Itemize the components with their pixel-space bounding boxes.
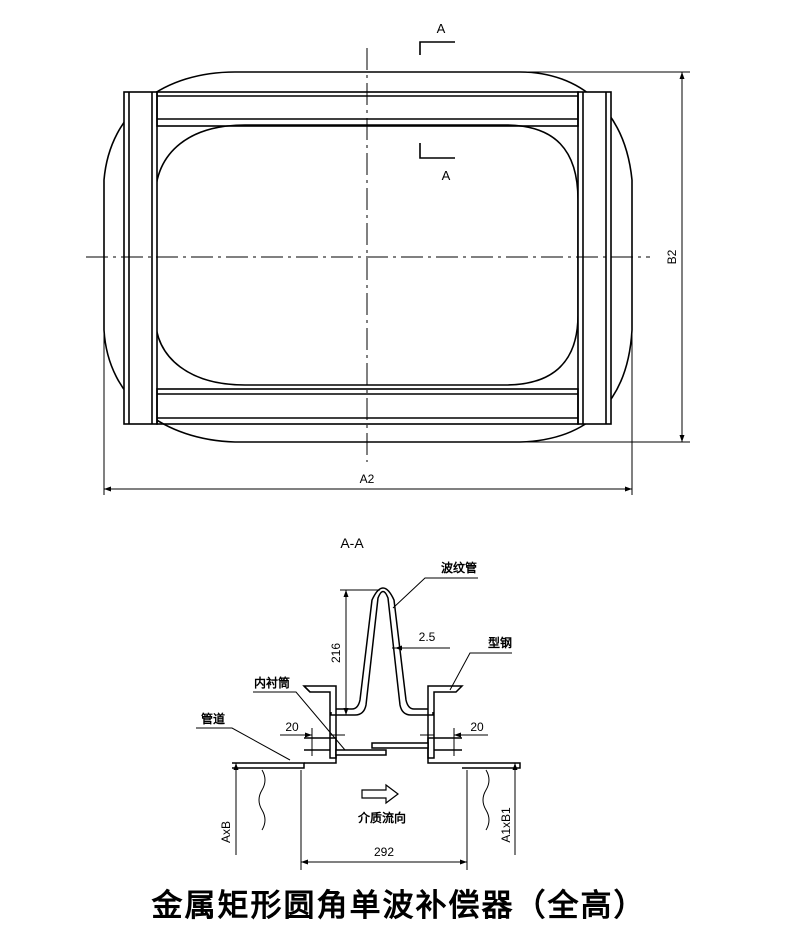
label-bellows: 波纹管 bbox=[441, 560, 477, 575]
dimension-b2-label: B2 bbox=[665, 249, 679, 264]
dimension-right-gap-label: 20 bbox=[470, 720, 484, 734]
label-section-steel: 型钢 bbox=[488, 635, 512, 650]
leader-lines bbox=[196, 577, 512, 761]
dimension-b2 bbox=[520, 71, 690, 443]
dimension-216-label: 216 bbox=[329, 643, 343, 663]
dimension-a1xb1-label: A1xB1 bbox=[499, 807, 513, 843]
section-mark-bottom-letter: A bbox=[442, 168, 451, 183]
section-title: A-A bbox=[340, 535, 364, 551]
label-duct: 管道 bbox=[201, 711, 225, 726]
flow-arrow-icon bbox=[361, 783, 399, 805]
right-duct bbox=[462, 762, 521, 769]
outer-bellows-outline bbox=[103, 71, 633, 443]
section-mark-top bbox=[419, 41, 455, 55]
centre-lines bbox=[86, 48, 650, 462]
section-view bbox=[232, 587, 521, 831]
drawing-caption: 金属矩形圆角单波补偿器（全高） bbox=[151, 888, 647, 924]
dimension-thickness-label: 2.5 bbox=[419, 630, 436, 644]
dimension-a2-label: A2 bbox=[360, 472, 375, 486]
right-angle-steel bbox=[427, 685, 464, 759]
label-flow-direction: 介质流向 bbox=[357, 810, 406, 825]
bellows-profile bbox=[330, 590, 434, 716]
dimension-216 bbox=[340, 589, 380, 716]
label-inner-liner: 内衬筒 bbox=[254, 675, 290, 690]
dimension-right-gap bbox=[420, 728, 488, 756]
section-mark-bottom bbox=[419, 143, 455, 159]
dimension-axb-label: AxB bbox=[219, 821, 233, 843]
dimension-a2 bbox=[103, 330, 633, 495]
inner-liner-right bbox=[371, 742, 429, 749]
left-duct bbox=[232, 762, 305, 769]
right-flange bbox=[427, 737, 462, 764]
left-angle-steel bbox=[302, 685, 337, 759]
dimension-292-label: 292 bbox=[374, 845, 394, 859]
frame-bottom-bar bbox=[156, 388, 579, 425]
inner-opening-outline bbox=[154, 124, 579, 386]
inner-liner-left bbox=[335, 749, 387, 756]
dimension-left-gap-label: 20 bbox=[285, 720, 299, 734]
section-mark-top-letter: A bbox=[437, 21, 446, 36]
dimension-292 bbox=[300, 770, 468, 870]
